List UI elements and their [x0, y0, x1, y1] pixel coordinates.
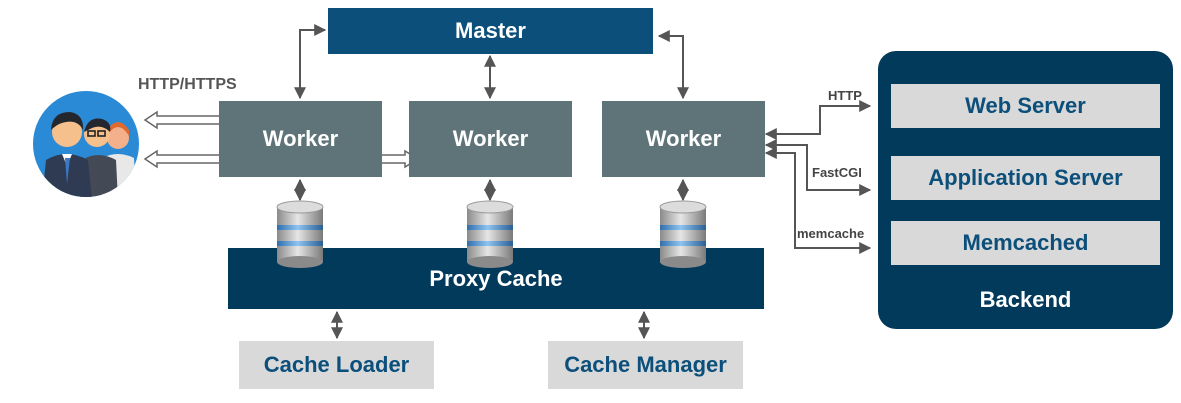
- cache-loader-box: Cache Loader: [239, 341, 434, 389]
- database-icon: [276, 200, 324, 269]
- web-server-box: Web Server: [891, 84, 1160, 128]
- cache-manager-box: Cache Manager: [548, 341, 743, 389]
- cache-manager-label: Cache Manager: [564, 352, 727, 377]
- users-icon: [33, 91, 139, 197]
- protocol-label: HTTP/HTTPS: [138, 76, 237, 93]
- fastcgi-link-label: FastCGI: [812, 165, 862, 180]
- worker-label: Worker: [262, 126, 339, 151]
- master-box: Master: [328, 8, 653, 54]
- http-link-label: HTTP: [828, 88, 862, 103]
- memcached-label: Memcached: [962, 230, 1089, 255]
- worker-label: Worker: [645, 126, 722, 151]
- database-icon: [659, 200, 707, 269]
- backend-title-label: Backend: [979, 287, 1072, 312]
- master-worker-connectors: [294, 24, 689, 100]
- worker-box-2: Worker: [409, 101, 572, 177]
- worker-box-3: Worker: [602, 101, 765, 177]
- proxy-cache-label: Proxy Cache: [429, 265, 563, 291]
- backend-connectors: [764, 100, 872, 254]
- cache-loader-label: Cache Loader: [263, 352, 410, 377]
- memcached-box: Memcached: [891, 221, 1160, 265]
- web-server-label: Web Server: [965, 93, 1086, 118]
- application-server-box: Application Server: [891, 156, 1160, 200]
- memcache-link-label: memcache: [797, 226, 865, 241]
- worker-label: Worker: [452, 126, 529, 151]
- application-server-label: Application Server: [928, 165, 1123, 190]
- worker-cache-connectors: [294, 178, 689, 202]
- proxy-cache-connectors: [331, 310, 650, 340]
- worker-box-1: Worker: [219, 101, 382, 177]
- master-label: Master: [455, 18, 526, 43]
- backend-title: Backend: [878, 282, 1173, 318]
- database-icon: [466, 200, 514, 269]
